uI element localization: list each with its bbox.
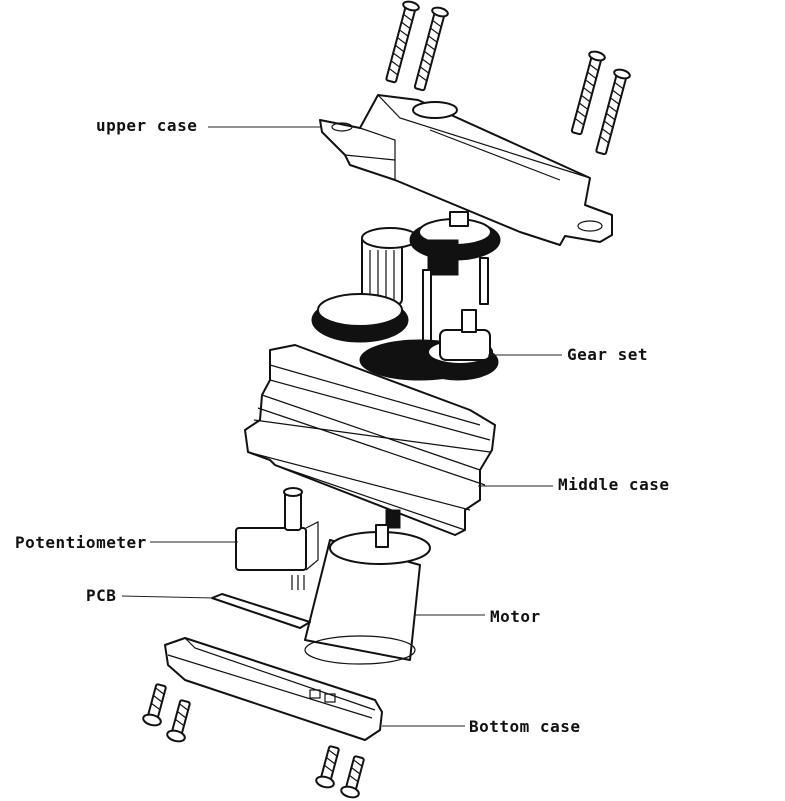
bottom-screws: [142, 683, 365, 799]
screw: [570, 50, 606, 136]
top-screws: [385, 0, 631, 156]
screw: [166, 699, 191, 743]
leader-pcb: [121, 595, 215, 599]
screw: [413, 6, 449, 92]
pcb-part: [211, 593, 311, 629]
screw: [340, 755, 365, 799]
motor-part: [304, 524, 431, 665]
screw: [315, 745, 340, 789]
label-motor: Motor: [490, 607, 541, 626]
label-pcb: PCB: [86, 586, 116, 605]
screw: [385, 0, 420, 84]
potentiometer-part: [235, 487, 319, 590]
gear-set-part: [311, 211, 501, 381]
middle-case-part: [244, 344, 496, 536]
screw: [142, 683, 167, 727]
screw: [595, 68, 631, 156]
label-potentiometer: Potentiometer: [15, 533, 147, 552]
label-upper-case: upper case: [96, 116, 197, 135]
upper-case-part: [319, 94, 613, 246]
bottom-case-part: [164, 637, 383, 741]
label-bottom-case: Bottom case: [469, 717, 580, 736]
label-gear-set: Gear set: [567, 345, 648, 364]
label-middle-case: Middle case: [558, 475, 669, 494]
